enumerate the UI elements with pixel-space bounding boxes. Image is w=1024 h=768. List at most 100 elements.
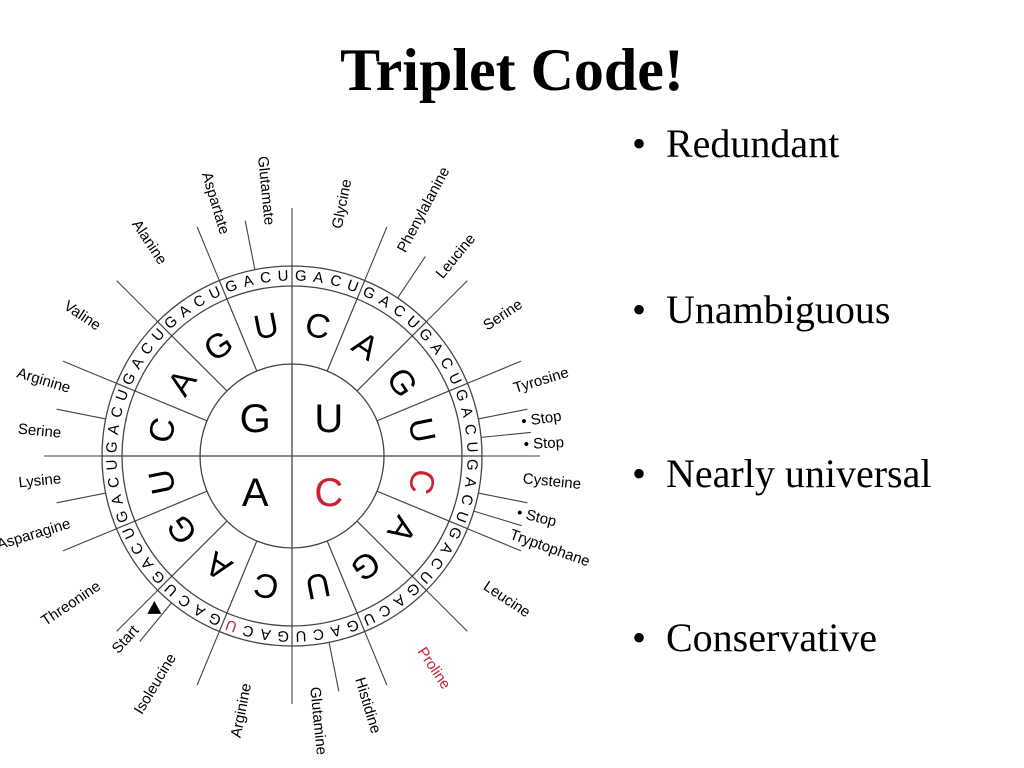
third-base-letter: A [259, 625, 271, 643]
second-base-letter: U [250, 306, 282, 348]
amino-acid-divider [244, 220, 256, 270]
segment-divider [326, 280, 366, 372]
amino-acid-divider [139, 602, 172, 642]
third-base-letter: C [457, 492, 476, 507]
third-base-letter: U [445, 370, 465, 387]
second-base-letter: U [302, 564, 334, 606]
third-base-letter: A [457, 405, 476, 419]
segment-divider [116, 382, 208, 422]
third-base-letter: U [295, 627, 307, 645]
amino-acid-label: Asparagine [0, 515, 72, 553]
third-base-letter: U [277, 267, 289, 285]
second-base-letter: U [142, 466, 184, 498]
amino-acid-divider [56, 408, 106, 420]
amino-acid-divider [478, 408, 528, 420]
amino-acid-divider [425, 280, 468, 323]
amino-acid-divider [328, 642, 340, 692]
third-base-letter: A [329, 621, 343, 640]
amino-acid-divider [62, 360, 117, 384]
bullet-text: Nearly universal [666, 451, 932, 496]
amino-acid-label: Isoleucine [131, 651, 180, 718]
amino-acid-label: • Stop [515, 504, 558, 530]
third-base-letter: U [206, 283, 223, 303]
second-base-letter: G [197, 323, 240, 369]
bullet-item: •Redundant [632, 120, 839, 167]
amino-acid-label: • Stop [520, 408, 562, 431]
segment-divider [116, 490, 208, 530]
segment-divider [157, 321, 228, 392]
third-base-letter: G [277, 627, 289, 645]
third-base-letter: A [128, 355, 148, 372]
third-base-letter: U [113, 387, 133, 403]
second-base-letter: U [400, 414, 442, 446]
second-base-letter: C [250, 564, 282, 606]
third-base-letter: A [461, 476, 479, 488]
amino-acid-divider [116, 589, 159, 632]
segment-divider [376, 382, 468, 422]
bullet-text: Redundant [666, 121, 840, 166]
third-base-letter: U [103, 459, 121, 471]
third-base-letter: G [451, 387, 471, 404]
second-base-letter: A [345, 324, 385, 368]
third-base-letter: A [376, 292, 393, 312]
amino-acid-label: Arginine [228, 682, 255, 739]
bullet-text: Conservative [666, 615, 878, 660]
amino-acid-label: Tryptophane [508, 526, 593, 570]
third-base-letter: U [360, 609, 377, 629]
start-marker-icon [147, 600, 162, 614]
segment-divider [218, 540, 258, 632]
third-base-letter: C [127, 539, 147, 557]
amino-acid-label: Glutamate [254, 155, 278, 226]
third-base-letter: A [108, 493, 127, 507]
third-base-letter: G [463, 459, 481, 471]
amino-acid-label: Glutamine [306, 686, 330, 756]
amino-acid-label: Serine [480, 296, 525, 334]
amino-acid-label: Tyrosine [512, 364, 571, 397]
third-base-letter: C [105, 476, 123, 489]
third-base-letter: C [328, 272, 343, 291]
bullet-item: •Nearly universal [632, 450, 931, 497]
third-base-letter: A [241, 272, 255, 291]
third-base-letter: C [190, 291, 208, 311]
third-base-letter: C [241, 621, 256, 640]
amino-acid-label: Aspartate [198, 170, 233, 236]
third-base-letter: A [138, 554, 158, 572]
amino-acid-label: Proline [414, 644, 454, 692]
amino-acid-divider [196, 631, 220, 686]
amino-acid-divider [364, 226, 388, 281]
segment-divider [218, 280, 258, 372]
segment-divider [356, 321, 427, 392]
amino-acid-divider [425, 589, 468, 632]
bullet-item: •Conservative [632, 614, 877, 661]
second-base-letter: A [379, 509, 423, 549]
second-base-letter: G [379, 361, 425, 404]
third-base-letter: U [452, 509, 472, 525]
third-base-letter: C [108, 405, 127, 420]
second-base-letter: C [400, 466, 442, 498]
amino-acid-label: Start [109, 622, 143, 658]
segment-divider [376, 490, 468, 530]
amino-acid-label: Threonine [38, 578, 104, 630]
third-base-letter: A [437, 540, 457, 557]
first-base-letter: G [240, 397, 271, 441]
third-base-letter: C [375, 600, 393, 620]
segment-divider [326, 540, 366, 632]
second-base-letter: G [159, 508, 205, 551]
amino-acid-label: Serine [17, 421, 62, 442]
third-base-letter: G [113, 508, 133, 525]
first-base-letter: U [314, 397, 343, 441]
amino-acid-divider [56, 492, 106, 504]
amino-acid-divider [481, 431, 531, 438]
amino-acid-divider [62, 528, 117, 552]
first-base-letter: C [314, 471, 343, 515]
amino-acid-divider [467, 360, 522, 384]
amino-acid-divider [467, 528, 522, 552]
amino-acid-divider [473, 510, 522, 527]
amino-acid-label: Lysine [18, 470, 62, 491]
second-base-letter: G [344, 543, 387, 589]
bullet-dot: • [632, 287, 647, 332]
amino-acid-label: Leucine [480, 578, 533, 621]
third-base-letter: A [427, 340, 447, 358]
third-base-letter: G [295, 267, 307, 285]
second-base-letter: C [142, 414, 184, 446]
